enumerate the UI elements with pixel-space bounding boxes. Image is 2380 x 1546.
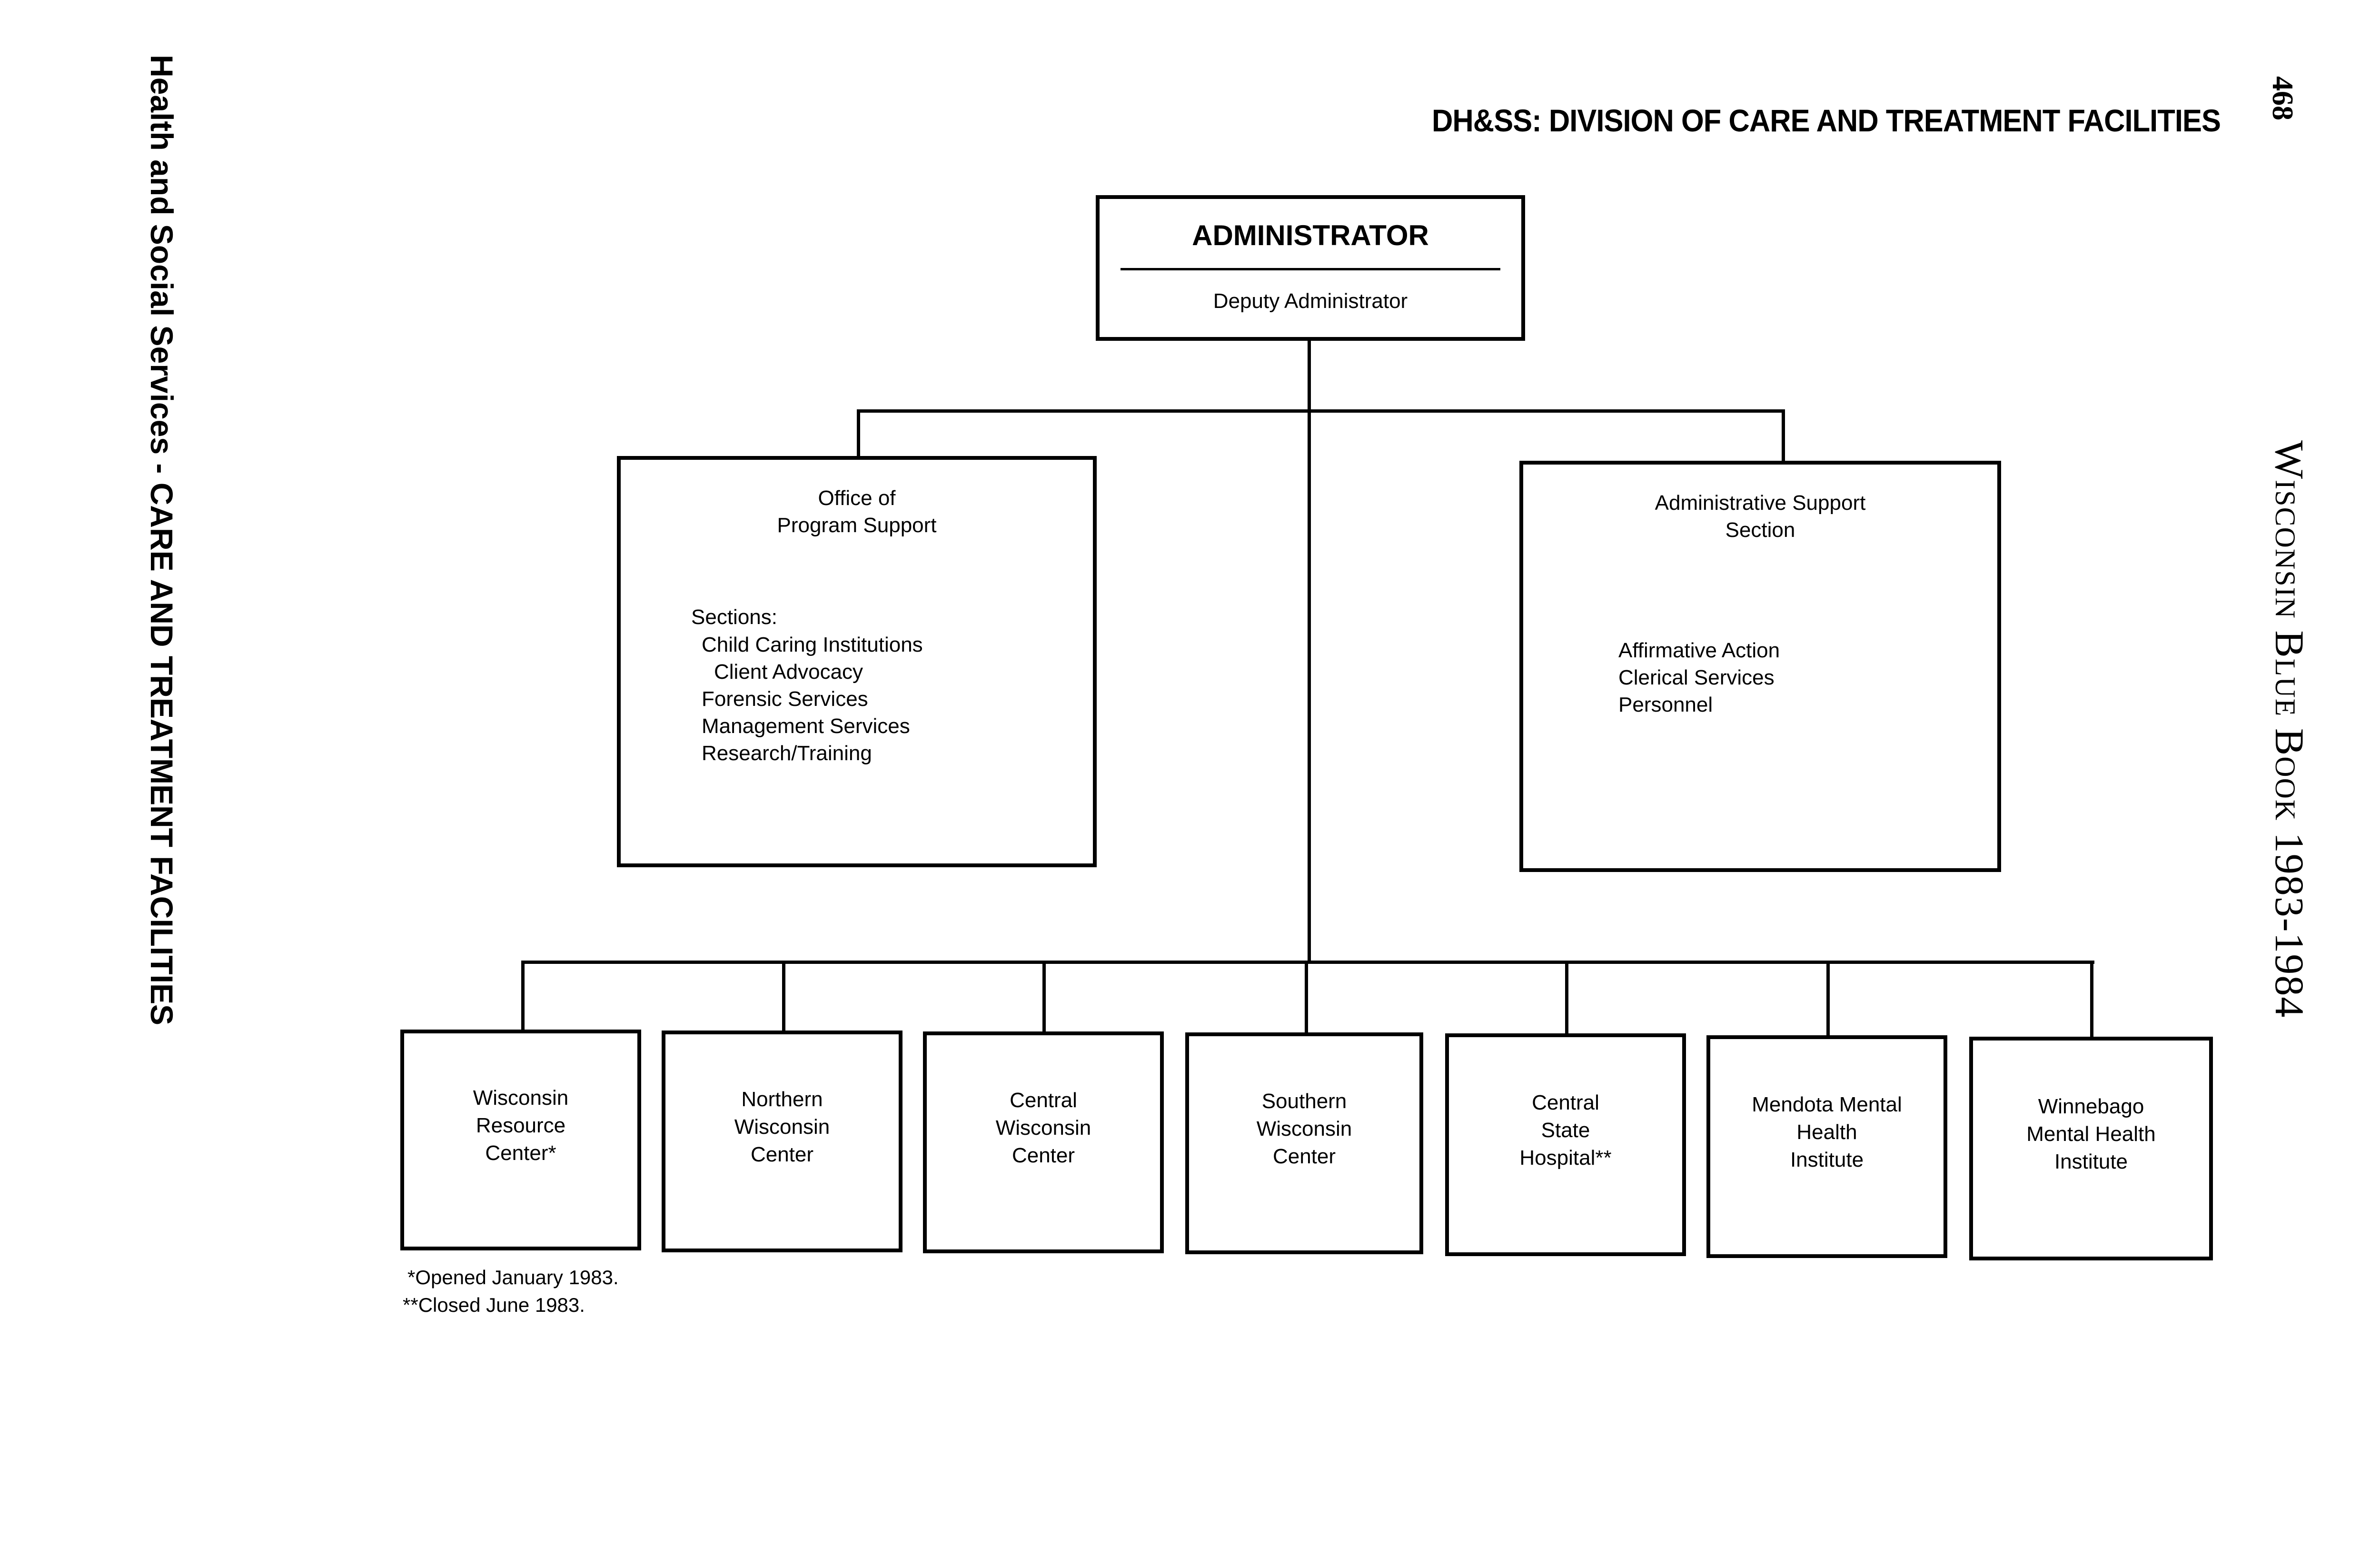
facility-label-line: Hospital** bbox=[1519, 1146, 1612, 1169]
unit-item: Affirmative Action bbox=[1618, 639, 1780, 662]
administrator-divider bbox=[1121, 268, 1500, 270]
section-item: Forensic Services bbox=[702, 687, 868, 711]
connector-facility-4 bbox=[1305, 961, 1308, 1035]
connector-facility-2 bbox=[782, 961, 785, 1033]
connector-facility-3 bbox=[1042, 961, 1046, 1034]
section-item: Child Caring Institutions bbox=[702, 633, 923, 656]
facility-label-line: Center bbox=[1272, 1145, 1336, 1168]
administrator-title: ADMINISTRATOR bbox=[1192, 219, 1429, 251]
facility-label-line: Wisconsin bbox=[1256, 1117, 1352, 1140]
administrative-support-heading: Administrative Support Section bbox=[1523, 489, 1997, 544]
administrator-box: ADMINISTRATOR Deputy Administrator bbox=[1096, 195, 1525, 341]
facility-label-line: Center* bbox=[485, 1141, 556, 1165]
facility-label-line: Center bbox=[750, 1143, 814, 1166]
office-program-support-heading: Office of Program Support bbox=[621, 485, 1093, 539]
heading-line: Program Support bbox=[777, 514, 937, 537]
facility-label-line: Wisconsin bbox=[734, 1115, 830, 1139]
page-number: 468 bbox=[2266, 76, 2299, 120]
footnote-closed: **Closed June 1983. bbox=[403, 1294, 585, 1316]
connector-trunk bbox=[1308, 338, 1311, 964]
sections-list: Child Caring Institutions Client Advocac… bbox=[702, 631, 923, 767]
facility-label-line: Central bbox=[1532, 1091, 1599, 1114]
unit-item: Personnel bbox=[1618, 693, 1713, 716]
connector-upper-bar bbox=[857, 409, 1785, 413]
facility-label-line: Institute bbox=[1790, 1148, 1864, 1171]
section-item: Client Advocacy bbox=[714, 660, 863, 684]
unit-item: Clerical Services bbox=[1618, 666, 1775, 689]
office-program-support-box: Office of Program Support Sections: Chil… bbox=[617, 456, 1097, 867]
section-item: Management Services bbox=[702, 714, 910, 738]
facility-label-line: Resource bbox=[476, 1114, 566, 1137]
footnote-opened: *Opened January 1983. bbox=[407, 1266, 619, 1288]
facility-label-line: Winnebago bbox=[2038, 1095, 2144, 1118]
connector-administrative-support bbox=[1782, 409, 1785, 464]
units-list: Affirmative Action Clerical Services Per… bbox=[1618, 637, 1780, 718]
facility-label-line: Mental Health bbox=[2026, 1122, 2156, 1146]
page-title: DH&SS: DIVISION OF CARE AND TREATMENT FA… bbox=[1432, 103, 2221, 138]
facility-label-line: Center bbox=[1012, 1144, 1075, 1167]
facility-label-line: Institute bbox=[2054, 1150, 2128, 1173]
deputy-administrator-label: Deputy Administrator bbox=[1213, 289, 1408, 313]
facility-label-line: Central bbox=[1010, 1089, 1077, 1112]
heading-line: Office of bbox=[818, 486, 896, 510]
facility-label-line: Wisconsin bbox=[995, 1116, 1091, 1140]
connector-facility-5 bbox=[1565, 961, 1568, 1036]
heading-line: Section bbox=[1725, 518, 1795, 542]
connector-facility-1 bbox=[521, 961, 525, 1032]
connector-facility-7 bbox=[2090, 961, 2093, 1039]
facility-label-line: Mendota Mental bbox=[1752, 1093, 1902, 1116]
administrative-support-box: Administrative Support Section Affirmati… bbox=[1519, 461, 2001, 872]
connector-facility-6 bbox=[1826, 961, 1830, 1037]
facility-label-line: Southern bbox=[1261, 1090, 1347, 1113]
connector-office-program-support bbox=[857, 409, 860, 459]
facility-label-line: Health bbox=[1796, 1120, 1857, 1144]
facility-label-line: Wisconsin bbox=[473, 1086, 569, 1110]
facility-label-line: Northern bbox=[741, 1088, 823, 1111]
sections-label: Sections: bbox=[691, 605, 777, 629]
heading-line: Administrative Support bbox=[1655, 491, 1866, 515]
facility-label-line: State bbox=[1541, 1119, 1590, 1142]
running-head-right: Wisconsin Blue Book 1983-1984 bbox=[2267, 440, 2312, 1019]
section-item: Research/Training bbox=[702, 742, 872, 765]
running-head-left: Health and Social Services - CARE AND TR… bbox=[144, 55, 179, 1026]
